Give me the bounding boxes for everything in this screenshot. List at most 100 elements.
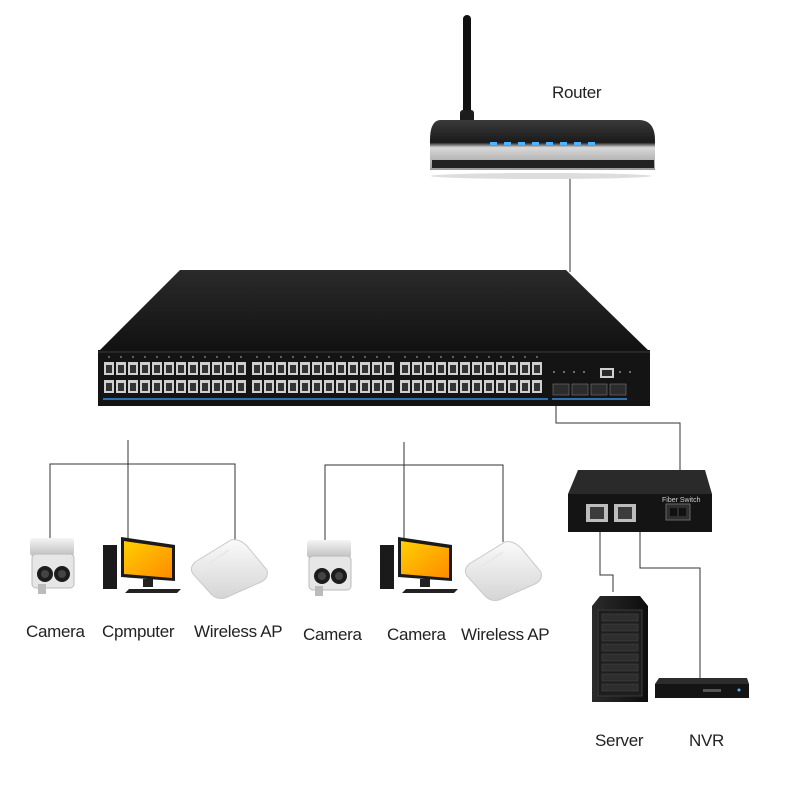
sfp-port: [571, 383, 589, 396]
port-led: [476, 356, 478, 358]
rj45-port-opening: [130, 383, 136, 391]
rj45-port-opening: [118, 365, 124, 373]
drive-bay: [601, 633, 639, 642]
drive-bay: [601, 663, 639, 672]
port-led: [512, 356, 514, 358]
port-led: [524, 356, 526, 358]
rj45-port-opening: [414, 383, 420, 391]
fiber-switch: Fiber Switch: [568, 470, 712, 532]
rj45-port-opening: [278, 365, 284, 373]
rj45-port-opening: [326, 383, 332, 391]
rj45-port-opening: [314, 383, 320, 391]
wireless-ap-label-1: Wireless AP: [194, 622, 283, 641]
sfp-port: [609, 383, 627, 396]
nvr-label: NVR: [689, 731, 724, 750]
port-led: [388, 356, 390, 358]
rj45-port-opening: [226, 365, 232, 373]
rj45-port-opening: [226, 383, 232, 391]
rj45-port-opening: [202, 365, 208, 373]
rj45-port-opening: [238, 383, 244, 391]
rj45-port-opening: [290, 383, 296, 391]
rj45-port-opening: [450, 365, 456, 373]
rj45-port-opening: [462, 365, 468, 373]
rj45-port-opening: [498, 383, 504, 391]
rj45-port-opening: [142, 383, 148, 391]
port-led: [180, 356, 182, 358]
rj45-port-opening: [190, 365, 196, 373]
rj45-port-opening: [326, 365, 332, 373]
port-led: [216, 356, 218, 358]
camera-label-1: Camera: [26, 622, 85, 641]
port-led: [240, 356, 242, 358]
rj45-port-opening: [302, 383, 308, 391]
rj45-port-opening: [178, 383, 184, 391]
port-led: [292, 356, 294, 358]
port-led: [488, 356, 490, 358]
rj45-port-opening: [178, 365, 184, 373]
rj45-port-opening: [414, 365, 420, 373]
rj45-port-opening: [402, 365, 408, 373]
switch-sfp-ports: [552, 383, 627, 396]
wireless-ap-icon: [464, 541, 542, 601]
rj45-port-opening: [386, 383, 392, 391]
rj45-port-opening: [438, 383, 444, 391]
nvr-icon: [655, 678, 749, 698]
rj45-port-opening: [402, 383, 408, 391]
rj45-port-opening: [374, 383, 380, 391]
port-led: [132, 356, 134, 358]
camera-icon: [307, 540, 352, 596]
rj45-port-opening: [278, 383, 284, 391]
rj45-port-opening: [142, 365, 148, 373]
port-led: [536, 356, 538, 358]
rj45-port-opening: [486, 365, 492, 373]
port-led: [416, 356, 418, 358]
port-led: [228, 356, 230, 358]
main-switch: [98, 270, 650, 406]
camera-label-3: Camera: [387, 625, 446, 644]
router-leds: [490, 142, 595, 145]
rj45-port-opening: [522, 365, 528, 373]
port-led: [280, 356, 282, 358]
port-led: [144, 356, 146, 358]
server-drive-bays: [601, 613, 639, 692]
rj45-port-opening: [154, 383, 160, 391]
rj45-port-opening: [166, 365, 172, 373]
port-led: [192, 356, 194, 358]
port-led: [108, 356, 110, 358]
camera-label-2: Camera: [303, 625, 362, 644]
port-led: [256, 356, 258, 358]
rj45-port-opening: [266, 365, 272, 373]
rj45-port-opening: [510, 383, 516, 391]
port-led: [168, 356, 170, 358]
rj45-port-opening: [362, 383, 368, 391]
rj45-port-opening: [254, 365, 260, 373]
rj45-port-opening: [166, 383, 172, 391]
rj45-port-opening: [118, 383, 124, 391]
server-icon: [592, 596, 648, 702]
rj45-port-opening: [510, 365, 516, 373]
rj45-port-opening: [474, 383, 480, 391]
rj45-port-opening: [338, 365, 344, 373]
sfp-port: [590, 383, 608, 396]
rj45-port-opening: [486, 383, 492, 391]
port-led: [352, 356, 354, 358]
drive-bay: [601, 613, 639, 622]
rj45-port-opening: [534, 365, 540, 373]
rj45-port-opening: [474, 365, 480, 373]
server-label: Server: [595, 731, 644, 750]
drive-bay: [601, 683, 639, 692]
drive-bay: [601, 623, 639, 632]
drive-bay: [601, 653, 639, 662]
port-led: [204, 356, 206, 358]
switch-port-grid: [104, 356, 542, 393]
rj45-port-opening: [190, 383, 196, 391]
connection-lines: [49, 177, 701, 680]
sfp-port: [552, 383, 570, 396]
router-label: Router: [552, 83, 602, 102]
rj45-port-opening: [302, 365, 308, 373]
rj45-port-opening: [522, 383, 528, 391]
rj45-port-opening: [362, 365, 368, 373]
computer-label: Cpmputer: [102, 622, 175, 641]
port-led: [304, 356, 306, 358]
